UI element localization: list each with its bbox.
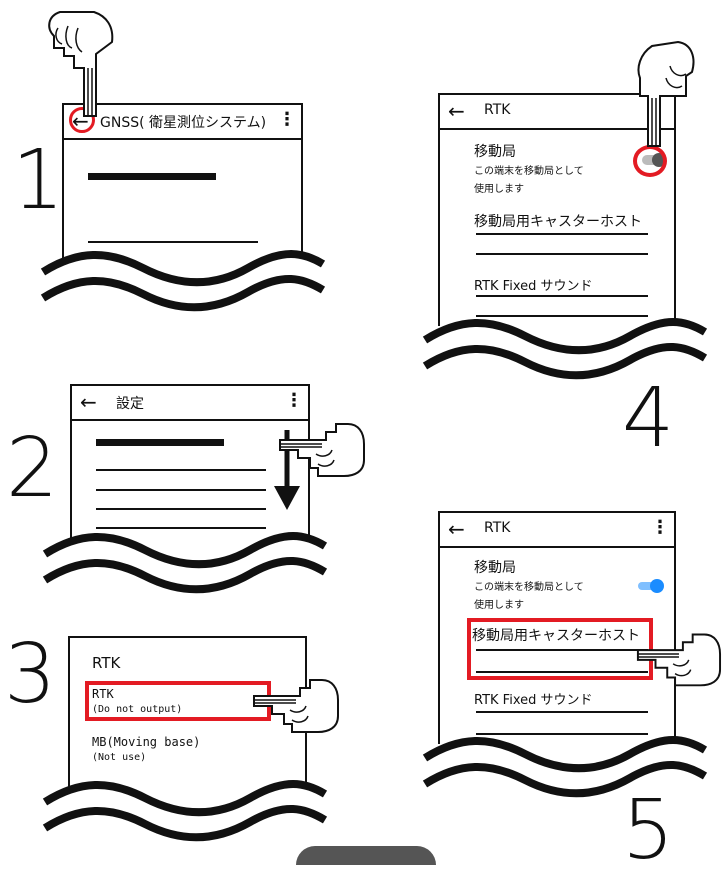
option-sublabel: (Do not output) <box>92 704 183 715</box>
step-2-header: ← 設定 ⋮ <box>72 384 308 421</box>
wave-cutoff <box>420 736 710 798</box>
screen-title: 設定 <box>116 396 144 412</box>
moving-station-desc: 使用します <box>474 184 524 195</box>
kebab-menu-icon[interactable]: ⋮ <box>285 390 303 411</box>
screen-title: RTK <box>484 520 511 536</box>
placeholder-line <box>476 671 648 673</box>
step-1-screen: ← GNSS( 衛星測位システム) ⋮ <box>62 103 303 263</box>
placeholder-line <box>476 295 648 297</box>
highlight-box <box>85 681 271 721</box>
caster-host-label[interactable]: 移動局用キャスターホスト <box>472 628 640 644</box>
back-button[interactable]: ← <box>448 99 465 123</box>
toggle-knob <box>650 579 664 593</box>
option-label: RTK <box>92 687 114 701</box>
moving-station-desc: この端末を移動局として <box>474 582 584 593</box>
rtk-heading: RTK <box>92 654 121 672</box>
rtk-fixed-sound-label: RTK Fixed サウンド <box>474 693 593 708</box>
option-moving-base[interactable]: MB(Moving base) (Not use) <box>92 734 262 770</box>
wave-cutoff <box>40 532 330 594</box>
option-label: MB(Moving base) <box>92 735 201 749</box>
screen-title: GNSS( 衛星測位システム) <box>100 115 267 131</box>
placeholder-bar <box>88 173 216 180</box>
highlight-circle <box>633 145 667 177</box>
bottom-tab-shape <box>296 846 436 865</box>
step-4-number: 4 <box>622 371 675 466</box>
kebab-menu-icon[interactable]: ⋮ <box>651 517 669 538</box>
back-button[interactable]: ← <box>448 517 465 541</box>
back-button[interactable]: ← <box>80 390 97 414</box>
rtk-fixed-sound-label: RTK Fixed サウンド <box>474 279 593 294</box>
placeholder-line <box>96 469 266 471</box>
pointing-hand-icon <box>48 11 114 117</box>
placeholder-line <box>476 233 648 235</box>
placeholder-line <box>476 711 648 713</box>
pointing-hand-icon <box>636 633 722 687</box>
moving-station-desc: 使用します <box>474 600 524 611</box>
moving-station-label: 移動局 <box>474 144 516 160</box>
placeholder-line <box>96 489 266 491</box>
placeholder-line <box>88 241 258 243</box>
placeholder-line <box>96 527 266 529</box>
option-rtk[interactable]: RTK (Do not output) <box>92 686 262 722</box>
wave-cutoff <box>38 250 328 312</box>
moving-station-desc: この端末を移動局として <box>474 166 584 177</box>
pointing-hand-icon <box>253 679 339 733</box>
placeholder-line <box>476 649 648 651</box>
step-2-screen: ← 設定 ⋮ <box>70 384 310 544</box>
pointing-hand-icon <box>637 40 695 147</box>
moving-station-toggle-on[interactable] <box>638 579 664 593</box>
pointing-hand-icon <box>279 423 365 477</box>
wave-cutoff <box>40 780 330 842</box>
placeholder-line <box>96 508 266 510</box>
screen-title: RTK <box>484 102 511 118</box>
step-5-screen: ← RTK ⋮ 移動局 この端末を移動局として 使用します 移動局用キャスターホ… <box>438 511 676 748</box>
highlight-circle <box>69 107 95 133</box>
wave-cutoff <box>420 318 710 380</box>
step-5-number: 5 <box>622 783 675 878</box>
caster-host-label: 移動局用キャスターホスト <box>474 214 642 230</box>
placeholder-line <box>476 253 648 255</box>
placeholder-line <box>476 315 648 317</box>
step-3-number: 3 <box>4 627 57 722</box>
placeholder-bar <box>96 439 224 446</box>
highlight-box <box>467 618 653 680</box>
step-4-header: ← RTK <box>440 93 674 130</box>
step-1-number: 1 <box>12 133 65 228</box>
option-sublabel: (Not use) <box>92 752 147 763</box>
step-4-screen: ← RTK 移動局 この端末を移動局として 使用します 移動局用キャスターホスト… <box>438 93 676 330</box>
step-5-header: ← RTK ⋮ <box>440 511 674 548</box>
kebab-menu-icon[interactable]: ⋮ <box>278 109 296 130</box>
step-2-number: 2 <box>6 421 59 516</box>
placeholder-line <box>476 733 648 735</box>
moving-station-label: 移動局 <box>474 560 516 576</box>
